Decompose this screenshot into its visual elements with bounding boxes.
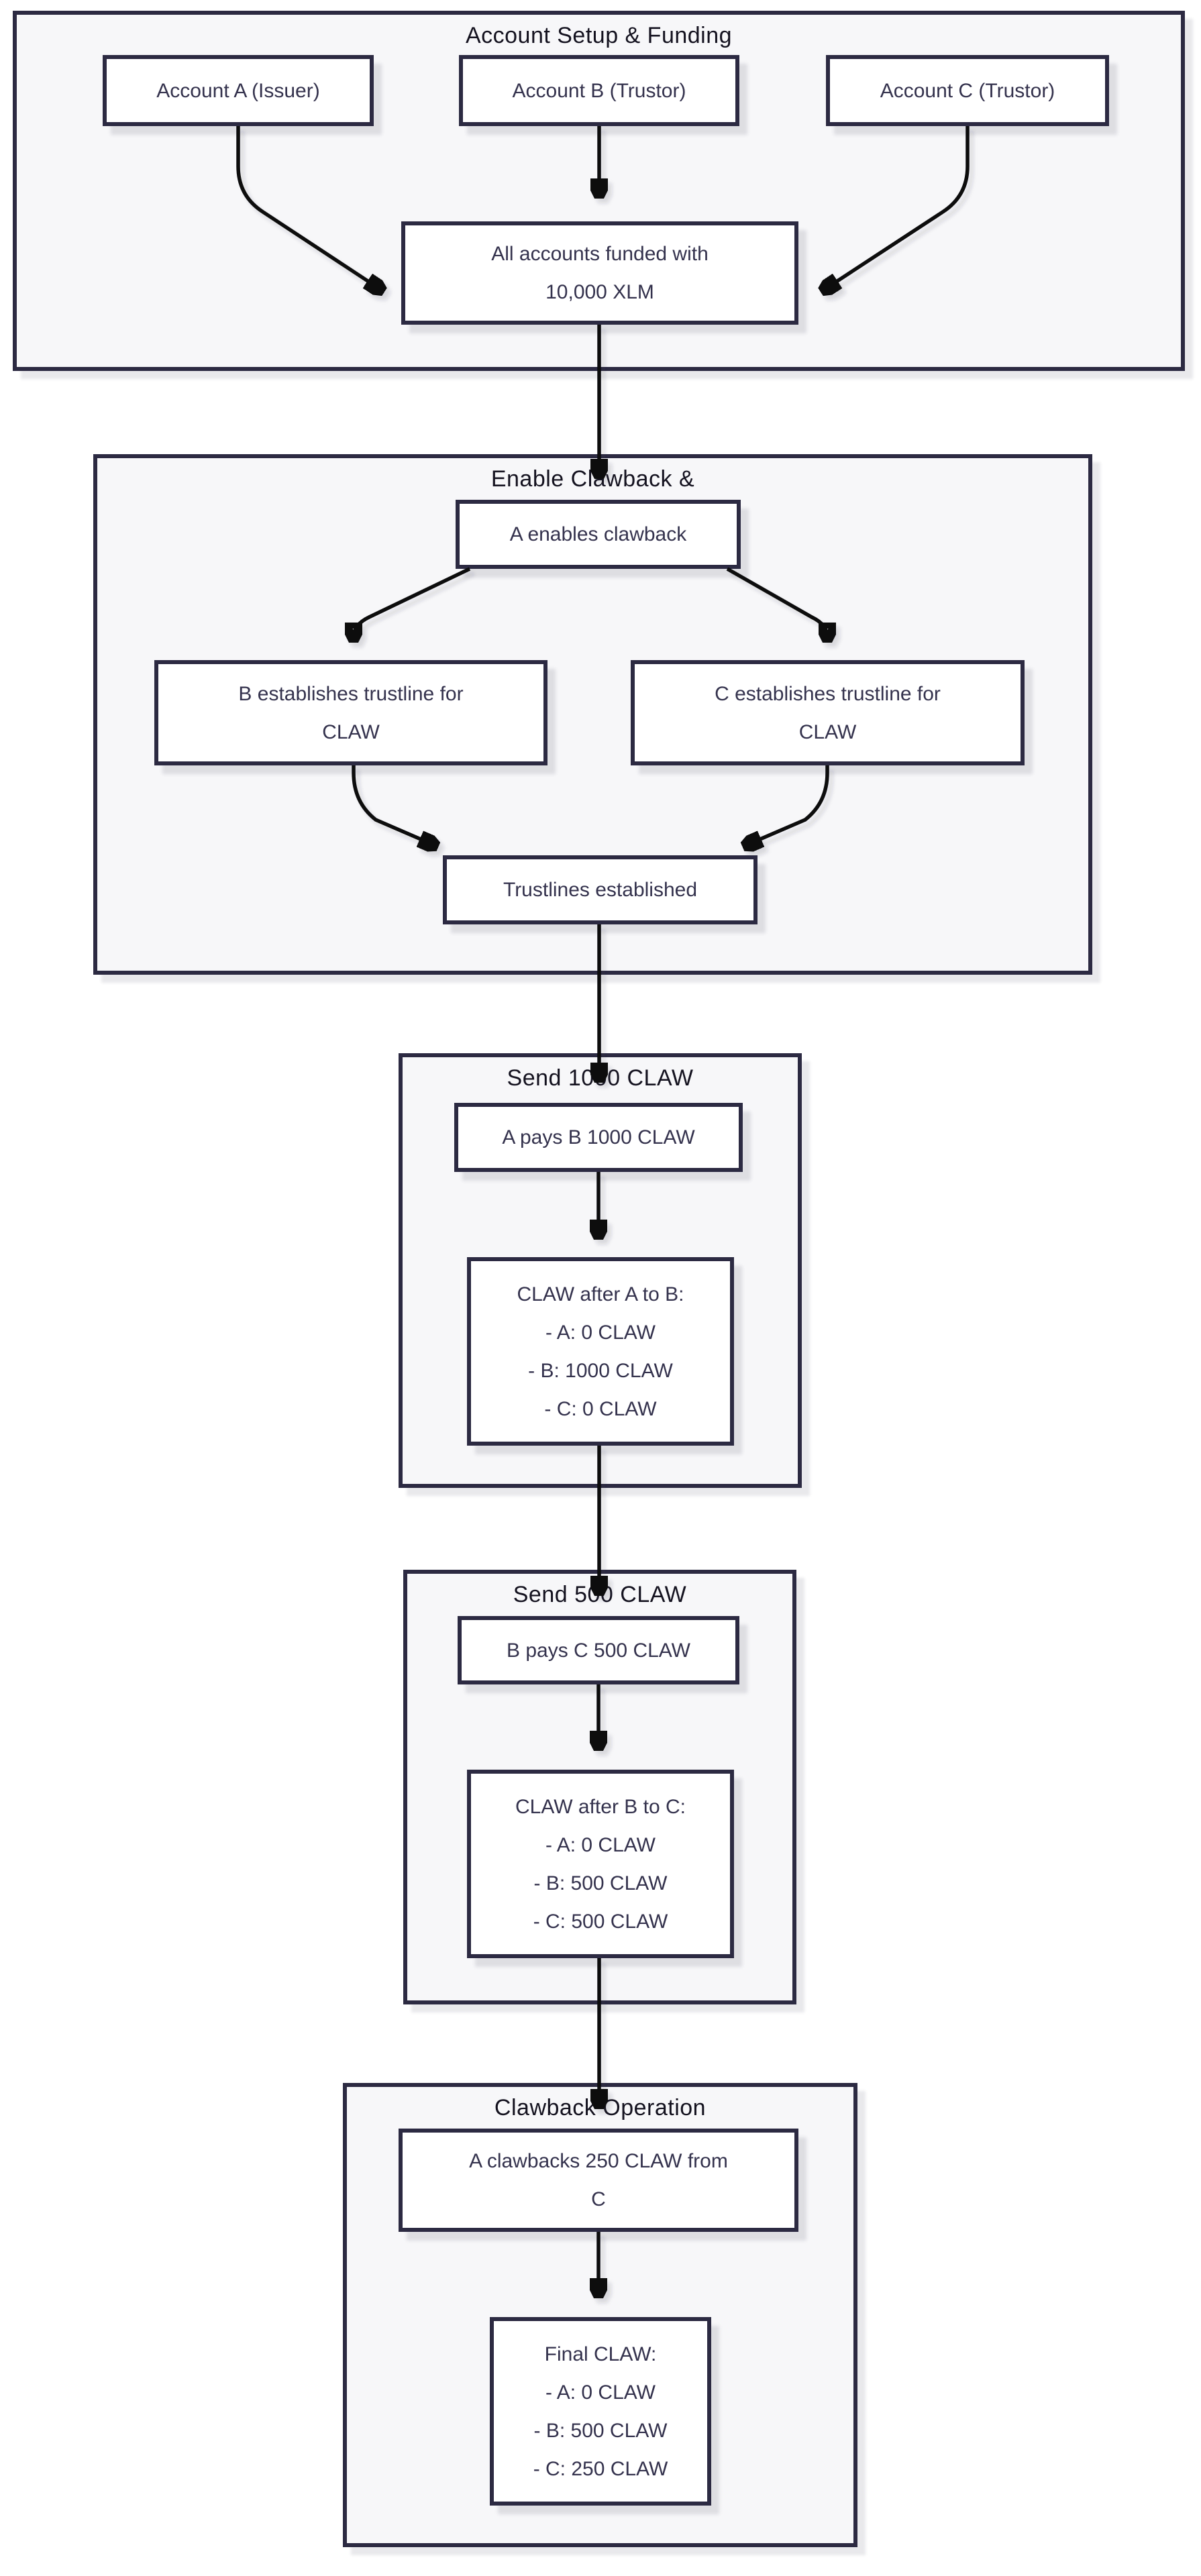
- node-label: A pays B 1000 CLAW: [502, 1126, 695, 1148]
- node-a-enables-clawback: A enables clawback: [456, 500, 741, 569]
- node-label: Trustlines established: [503, 879, 698, 901]
- node-account-b: Account B (Trustor): [459, 55, 739, 126]
- node-line: - C: 250 CLAW: [533, 2457, 668, 2480]
- section-title-account-setup: Account Setup & Funding: [465, 23, 733, 48]
- node-b-trustline: B establishes trustline for CLAW: [154, 660, 547, 765]
- node-b-pays-c: B pays C 500 CLAW: [458, 1616, 739, 1684]
- node-label: A enables clawback: [509, 523, 687, 545]
- node-line: CLAW: [322, 720, 380, 743]
- node-line: A clawbacks 250 CLAW from: [469, 2150, 728, 2172]
- node-c-trustline: C establishes trustline for CLAW: [631, 660, 1025, 765]
- node-account-c: Account C (Trustor): [826, 55, 1109, 126]
- node-line: - A: 0 CLAW: [545, 1321, 656, 1344]
- node-label: Account C (Trustor): [880, 79, 1055, 102]
- node-line: CLAW after A to B:: [517, 1283, 684, 1305]
- node-all-accounts-funded: All accounts funded with 10,000 XLM: [401, 221, 798, 325]
- node-line: - A: 0 CLAW: [545, 1833, 656, 1856]
- node-line: B establishes trustline for: [238, 682, 464, 705]
- node-line: C establishes trustline for: [715, 682, 941, 705]
- node-line: - C: 0 CLAW: [544, 1397, 657, 1420]
- node-a-clawbacks-250: A clawbacks 250 CLAW from C: [399, 2129, 798, 2232]
- node-line: C: [591, 2188, 606, 2210]
- node-line: Final CLAW:: [544, 2343, 657, 2365]
- node-line: CLAW after B to C:: [515, 1795, 686, 1818]
- section-title-enable-clawback: Enable Clawback &: [490, 466, 695, 492]
- node-line: - A: 0 CLAW: [545, 2381, 656, 2404]
- node-claw-after-a-to-b: CLAW after A to B: - A: 0 CLAW - B: 1000…: [467, 1257, 734, 1446]
- section-title-clawback-operation: Clawback Operation: [494, 2095, 707, 2121]
- node-line: - C: 500 CLAW: [533, 1910, 668, 1933]
- node-line: 10,000 XLM: [545, 281, 654, 303]
- node-label: B pays C 500 CLAW: [507, 1639, 690, 1662]
- node-line: All accounts funded with: [491, 243, 709, 265]
- node-claw-after-b-to-c: CLAW after B to C: - A: 0 CLAW - B: 500 …: [467, 1770, 734, 1958]
- node-account-a: Account A (Issuer): [103, 55, 374, 126]
- node-line: CLAW: [798, 720, 857, 743]
- node-line: - B: 1000 CLAW: [528, 1359, 673, 1382]
- node-trustlines-established: Trustlines established: [443, 855, 758, 924]
- section-title-send-500-claw: Send 500 CLAW: [513, 1582, 687, 1607]
- node-final-claw: Final CLAW: - A: 0 CLAW - B: 500 CLAW - …: [490, 2317, 711, 2506]
- node-line: - B: 500 CLAW: [533, 2419, 668, 2442]
- node-label: Account A (Issuer): [156, 79, 320, 102]
- node-line: - B: 500 CLAW: [533, 1872, 668, 1894]
- node-a-pays-b: A pays B 1000 CLAW: [454, 1103, 743, 1172]
- node-label: Account B (Trustor): [512, 79, 686, 102]
- section-title-send-1000-claw: Send 1000 CLAW: [507, 1065, 694, 1091]
